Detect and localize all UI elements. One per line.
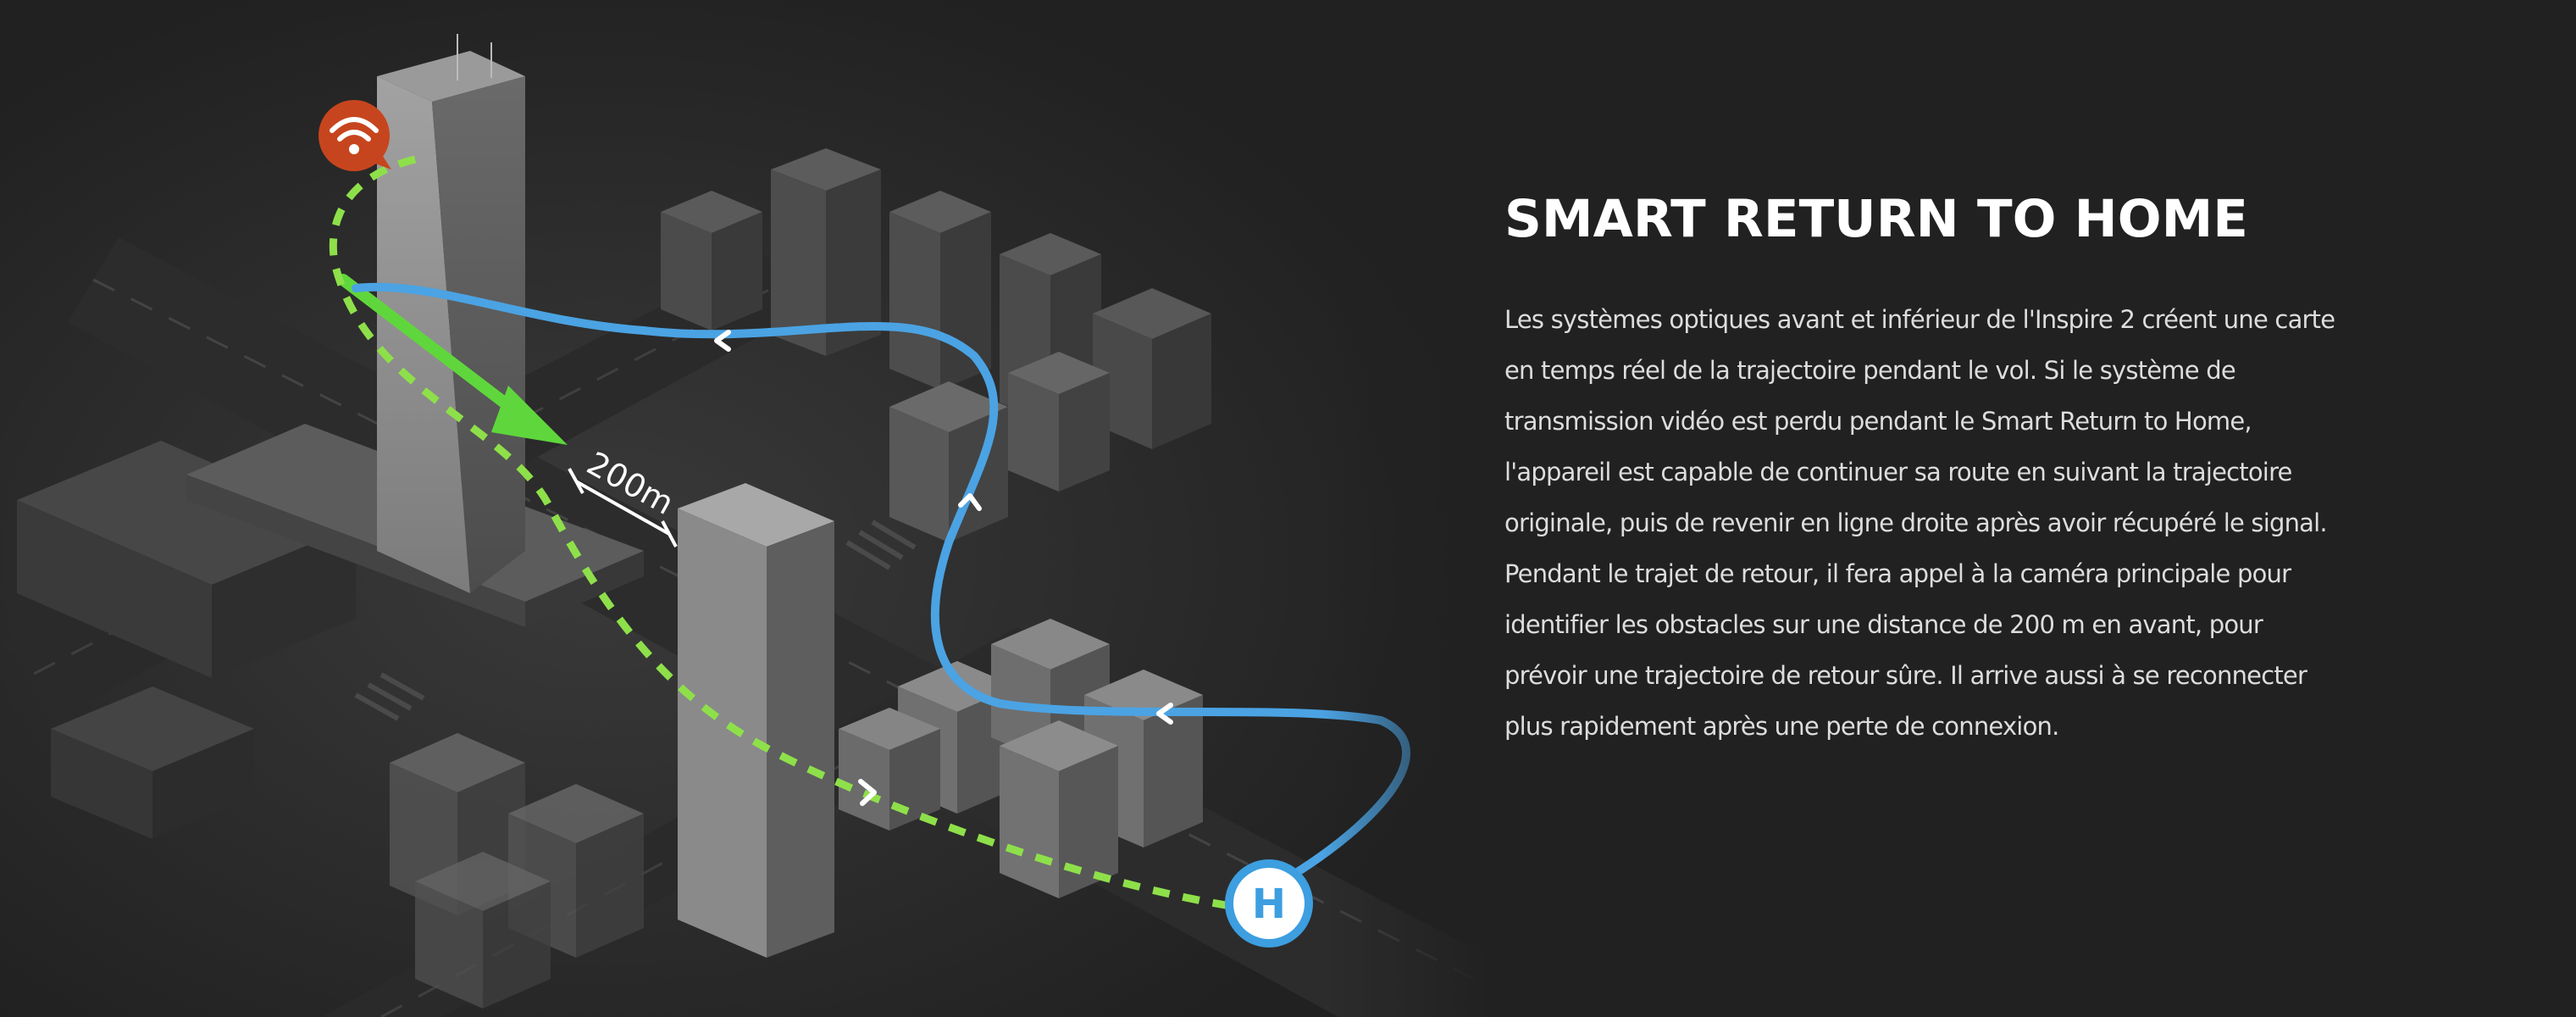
feature-title: SMART RETURN TO HOME — [1504, 189, 2248, 249]
direction-arrow-icon — [714, 330, 731, 352]
signal-lost-wifi-icon — [319, 100, 391, 171]
feature-text-panel: SMART RETURN TO HOME Les systèmes optiqu… — [1504, 188, 2504, 752]
obstacle-tower — [678, 483, 834, 958]
background-buildings — [17, 148, 1211, 839]
description-line: identifier les obstacles sur une distanc… — [1504, 610, 2263, 640]
direction-arrow-icon — [1156, 703, 1173, 725]
direction-arrow-icon — [858, 779, 877, 806]
return-path — [329, 155, 1238, 911]
description-line: originale, puis de revenir en ligne droi… — [1504, 508, 2328, 538]
home-point-icon: H — [1225, 859, 1313, 948]
description-line: l'appareil est capable de continuer sa r… — [1504, 458, 2292, 487]
sensing-arrow — [337, 274, 568, 445]
feature-description: Les systèmes optiques avant et inférieur… — [1504, 294, 2504, 752]
description-line: Pendant le trajet de retour, il fera app… — [1504, 559, 2291, 589]
direction-arrow-icon — [958, 493, 982, 511]
description-line: transmission vidéo est perdu pendant le … — [1504, 407, 2252, 436]
home-marker-label: H — [1252, 881, 1286, 928]
description-line: prévoir une trajectoire de retour sûre. … — [1504, 661, 2307, 691]
description-line: Les systèmes optiques avant et inférieur… — [1504, 305, 2335, 335]
tall-tower — [377, 34, 525, 593]
foreground-buildings — [390, 619, 1203, 1009]
description-line: en temps réel de la trajectoire pendant … — [1504, 356, 2236, 386]
direction-arrow-icon — [491, 386, 568, 445]
description-line: plus rapidement après une perte de conne… — [1504, 712, 2059, 742]
return-to-home-illustration: 200m H — [0, 0, 1491, 1017]
